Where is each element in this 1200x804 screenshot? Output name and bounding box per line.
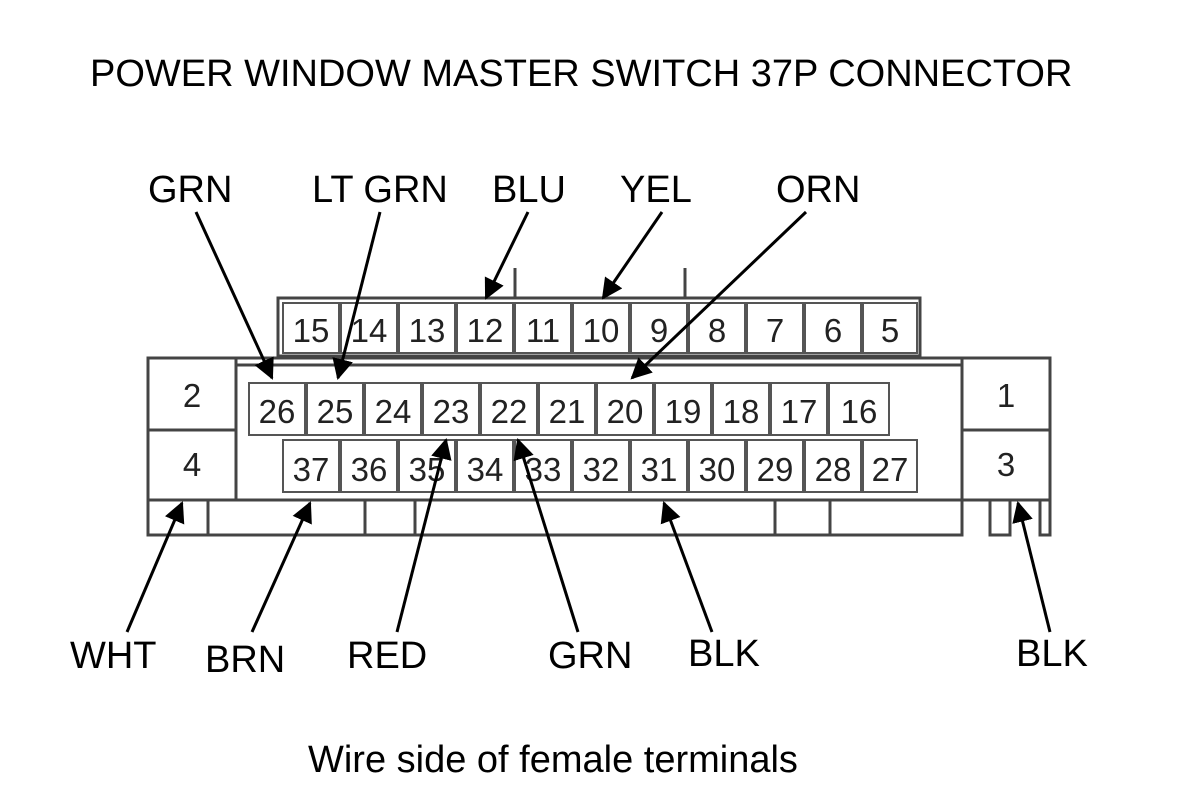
cavity-25: 25 [317,393,354,430]
cavity-23: 23 [433,393,470,430]
arrow-wht [125,501,185,633]
arrow-red [395,437,452,633]
cavity-1: 1 [997,377,1015,414]
wire-label-lt-grn: LT GRN [312,169,448,211]
cavity-26: 26 [259,393,296,430]
cavity-36: 36 [351,451,388,488]
wire-label-yel: YEL [620,169,692,211]
arrow-blu [484,211,530,300]
cavity-28: 28 [815,451,852,488]
cavity-11: 11 [526,312,560,349]
cavity-34: 34 [467,451,504,488]
arrow-grn-top [194,211,274,380]
arrow-orn [630,210,808,380]
wire-label-wht: WHT [70,635,157,677]
wire-label-blk-center: BLK [688,633,760,675]
cavity-5: 5 [881,312,899,349]
cavity-20: 20 [607,393,644,430]
cavity-2: 2 [183,377,201,414]
cavity-27: 27 [872,451,909,488]
wire-label-brn: BRN [205,639,285,681]
wire-label-grn-bottom: GRN [548,635,632,677]
cavity-15: 15 [293,312,330,349]
wire-label-grn-top: GRN [148,169,232,211]
cavity-13: 13 [409,312,446,349]
arrow-grn-bottom [513,437,580,633]
wire-label-red: RED [347,635,427,677]
cavity-7: 7 [766,312,784,349]
cavity-4: 4 [183,446,201,483]
top-row-cells [282,302,918,354]
arrow-brn [250,501,312,633]
cavity-18: 18 [723,393,760,430]
cavity-29: 29 [757,451,794,488]
diagram-title: POWER WINDOW MASTER SWITCH 37P CONNECTOR [90,53,1072,95]
bottom-row-cells [282,439,918,493]
cavity-21: 21 [549,393,586,430]
cavity-10: 10 [583,312,620,349]
wire-label-blk-right: BLK [1016,633,1088,675]
cavity-17: 17 [781,393,818,430]
cavity-30: 30 [699,451,736,488]
arrow-yel [601,211,664,300]
arrow-blk-center [660,501,714,633]
diagram-caption: Wire side of female terminals [308,739,798,781]
cavity-9: 9 [650,312,668,349]
arrow-blk-right [1012,500,1052,633]
cavity-8: 8 [708,312,726,349]
cavity-37: 37 [293,451,330,488]
cavity-16: 16 [841,393,878,430]
cavity-32: 32 [583,451,620,488]
cavity-12: 12 [467,312,504,349]
cavity-14: 14 [351,312,388,349]
arrow-lt-grn [332,211,382,381]
cavity-22: 22 [491,393,528,430]
cavity-3: 3 [997,446,1015,483]
cavity-31: 31 [641,451,678,488]
cavity-6: 6 [824,312,842,349]
wire-label-orn: ORN [776,169,860,211]
cavity-19: 19 [665,393,702,430]
cavity-24: 24 [375,393,412,430]
wire-label-blu: BLU [492,169,566,211]
middle-row-cells [248,382,890,436]
